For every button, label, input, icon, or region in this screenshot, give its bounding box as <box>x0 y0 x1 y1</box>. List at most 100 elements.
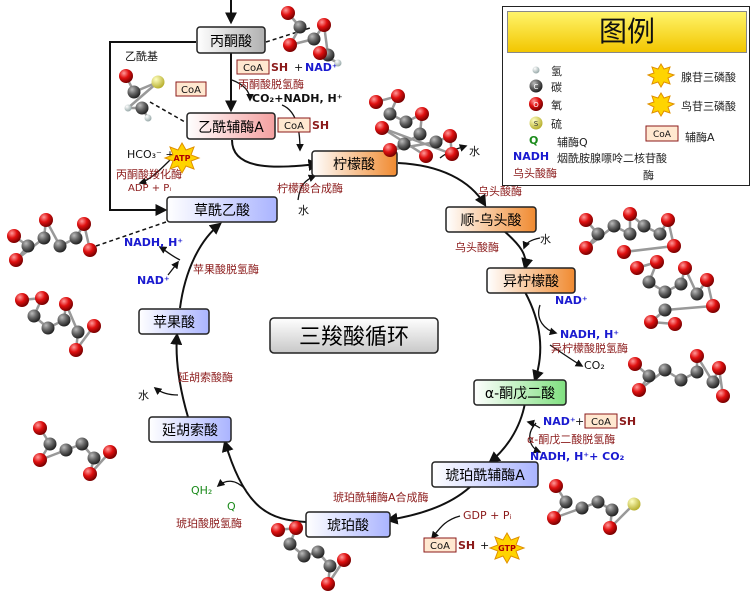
enzyme-aconitase-2: 乌头酸酶 <box>455 240 499 254</box>
atom-o <box>9 253 23 267</box>
akgdh-nad: NAD⁺ <box>543 415 576 428</box>
svg-text:C: C <box>534 83 539 91</box>
atom-c <box>383 107 397 121</box>
atom-c <box>642 275 656 289</box>
atom-c <box>623 227 637 241</box>
legend-q-name: 辅酶Q <box>557 136 588 149</box>
atom-c <box>658 285 672 299</box>
oxygen-icon <box>529 97 543 111</box>
succinate-label: 琥珀酸 <box>327 518 369 534</box>
atom-h <box>334 59 342 67</box>
atom-o <box>667 239 681 253</box>
scs-coa-sh: CoA SH <box>423 537 475 553</box>
legend-nadh-name: 烟酰胺腺嘌呤二核苷酸 <box>557 152 667 165</box>
atom-o <box>313 46 327 60</box>
molecule-isocitrate <box>630 255 720 331</box>
atom-c <box>307 32 321 46</box>
atom-o <box>83 243 97 257</box>
atom-c <box>293 20 307 34</box>
cycle-title-text: 三羧酸循环 <box>299 325 409 350</box>
enzyme-citrate-synthase: 柠檬酸合成酶 <box>277 181 343 195</box>
legend-nadh-symbol: NADH <box>513 150 550 163</box>
cycle-arrows <box>170 139 544 525</box>
citrate-label: 柠檬酸 <box>333 157 375 173</box>
akgdh-products: NADH, H⁺+ CO₂ <box>530 450 625 463</box>
atom-o <box>281 6 295 20</box>
gtp-badge: GTP <box>488 531 526 565</box>
atom-c <box>658 303 672 317</box>
atom-o <box>271 523 285 537</box>
svg-text:CoA: CoA <box>653 130 672 140</box>
sdh-q: Q <box>227 500 236 513</box>
atom-c <box>658 363 672 377</box>
atom-o <box>630 261 644 275</box>
legend-panel: 图例 C O S CoA 氢 碳 氧 硫 Q 辅酶Q NADH 烟酰胺腺嘌呤二核… <box>502 6 750 186</box>
svg-text:CoA: CoA <box>181 85 201 96</box>
metabolite-alpha-ketoglutarate: α-酮戊二酸 <box>473 379 567 406</box>
carbon-icon <box>529 79 543 93</box>
enzyme-pdh: 丙酮酸脱氢酶 <box>238 77 304 91</box>
svg-text:S: S <box>534 120 539 128</box>
acetyl-coa-label: 乙酰辅酶A <box>198 120 264 136</box>
atom-c <box>397 137 411 151</box>
pc-hco3: HCO₃⁻ + <box>127 148 175 161</box>
atom-c <box>297 549 311 563</box>
atom-o <box>15 293 29 307</box>
atom-o <box>603 521 617 535</box>
atom-o <box>289 521 303 535</box>
atom-o <box>35 291 49 305</box>
atom-c <box>27 309 41 323</box>
acetyl-coa-sh: CoA SH <box>277 117 329 133</box>
idh-nad: NAD⁺ <box>555 294 588 307</box>
enzyme-mdh: 苹果酸脱氢酶 <box>193 262 259 276</box>
atp-badge: ATP <box>163 141 201 175</box>
atom-o <box>321 577 335 591</box>
akgdh-coa-sh: CoA SH <box>584 413 636 429</box>
enzyme-fumarase: 延胡索酸酶 <box>178 370 233 384</box>
atom-c <box>591 227 605 241</box>
metabolite-fumarate: 延胡索酸 <box>148 416 232 443</box>
atom-c <box>607 219 621 233</box>
succinyl-coa-label: 琥珀酰辅酶A <box>445 468 525 484</box>
pyruvate-label: 丙酮酸 <box>210 34 252 50</box>
legend-q-symbol: Q <box>529 134 539 147</box>
pdh-products: CO₂+NADH, H⁺ <box>252 92 343 105</box>
atom-c <box>57 313 71 327</box>
svg-text:CoA: CoA <box>591 417 611 428</box>
atom-o <box>39 213 53 227</box>
atom-c <box>87 451 101 465</box>
atom-o <box>337 553 351 567</box>
enzyme-idh: 异柠檬酸脱氢酶 <box>551 341 628 355</box>
atom-o <box>59 297 73 311</box>
pdh-nad: NAD⁺ <box>305 61 338 74</box>
atom-c <box>637 219 651 233</box>
legend-atp-name: 腺苷三磷酸 <box>681 71 736 84</box>
water-citrate-synthase: 水 <box>298 204 309 217</box>
atom-o <box>283 38 297 52</box>
atom-c <box>653 227 667 241</box>
atom-o <box>445 147 459 161</box>
fumarate-label: 延胡索酸 <box>162 422 218 439</box>
metabolite-cis-aconitate: 顺-乌头酸 <box>445 206 537 233</box>
akgdh-plus: + <box>575 415 584 428</box>
atom-o <box>617 245 631 259</box>
atom-o <box>7 229 21 243</box>
atom-o <box>119 69 133 83</box>
atom-o <box>83 467 97 481</box>
atom-c <box>591 495 605 509</box>
svg-text:O: O <box>533 101 539 109</box>
pc-adp: ADP + Pᵢ <box>128 183 171 194</box>
molecule-pyruvate <box>281 6 342 67</box>
water-fumarase: 水 <box>138 389 149 402</box>
molecule-acetyl <box>119 69 165 122</box>
metabolite-citrate: 柠檬酸 <box>311 150 398 177</box>
atom-o <box>369 95 383 109</box>
atom-c <box>43 437 57 451</box>
legend-oxygen: 氧 <box>551 99 562 112</box>
svg-text:GTP: GTP <box>498 544 516 553</box>
idh-nadh: NADH, H⁺ <box>560 328 619 341</box>
atom-o <box>33 421 47 435</box>
atom-o <box>650 255 664 269</box>
enzyme-akgdh: α-酮戊二酸脱氢酶 <box>527 432 615 446</box>
atom-o <box>383 143 397 157</box>
